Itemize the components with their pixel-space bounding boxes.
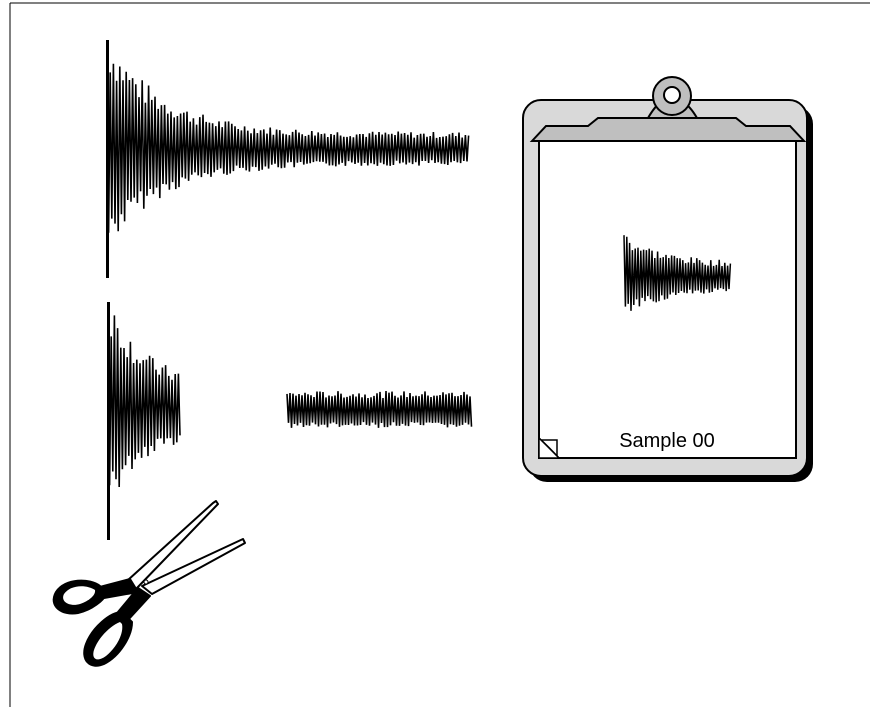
waveform-trace — [623, 235, 732, 311]
waveform-trace — [286, 390, 473, 428]
waveform-attack-bar — [106, 40, 109, 278]
waveform-trace — [106, 52, 470, 233]
clipboard-clip-bar — [529, 117, 807, 142]
sample-label: Sample 00 — [619, 430, 715, 452]
waveform-attack-bar — [107, 302, 110, 540]
waveform-full — [106, 40, 470, 278]
page-corner-icon — [538, 436, 561, 459]
waveform-trace — [107, 310, 181, 488]
scissors-lower-blade — [141, 538, 246, 595]
clipboard-icon: Sample 00 — [522, 76, 813, 482]
waveform-cut-attack — [107, 302, 181, 540]
scissors-icon — [52, 500, 246, 667]
waveform-cut-sustain — [286, 390, 473, 428]
waveform-clipboard — [623, 235, 732, 311]
